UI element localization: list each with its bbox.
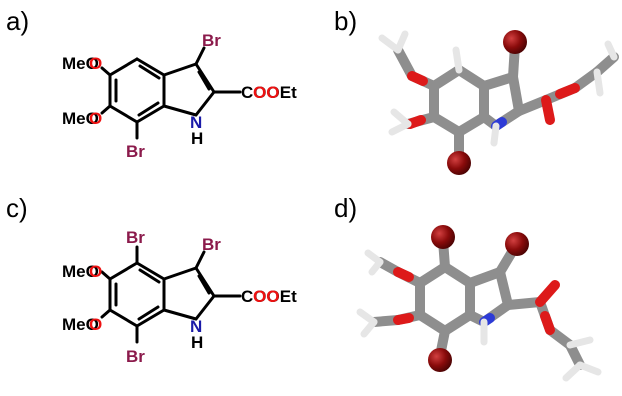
atom-oxygen-color: O [89,54,102,73]
panel-label-a: a) [6,6,29,36]
panel-d: d) [334,193,602,382]
atom-ester: COOEt [241,287,297,306]
atom-methoxy: MeO [62,315,99,334]
atom-oxygen-color: O [89,109,102,128]
atom-br: Br [202,235,221,254]
atom-oxygen-color: OO [253,287,279,306]
atom-br: Br [202,31,221,50]
atom-nitrogen: N [190,113,202,132]
panel-label-d: d) [334,193,357,223]
structure-c: Br Br Br MeO MeO COOEt N H O O OO [62,228,297,366]
panel-a: a) Br Br [6,6,297,161]
panel-label-c: c) [6,193,28,223]
molecule-model-b [378,30,619,175]
atom-methoxy: MeO [62,109,99,128]
atom-br: Br [126,228,145,247]
atom-hydrogen: H [191,333,203,352]
panel-b: b) [334,6,619,175]
molecule-model-d [356,225,602,382]
atom-oxygen-color: O [89,262,102,281]
panel-c: c) Br Br [6,193,297,366]
atom-br: Br [126,347,145,366]
atom-methoxy: MeO [62,262,99,281]
atom-oxygen-color: O [89,315,102,334]
structure-a: Br Br MeO MeO COOEt N H O O OO [62,31,297,161]
atom-hydrogen: H [191,129,203,148]
atom-ester: COOEt [241,83,297,102]
atom-oxygen-color: OO [253,83,279,102]
panel-label-b: b) [334,6,357,36]
atom-br: Br [126,142,145,161]
atom-nitrogen: N [190,317,202,336]
atom-methoxy: MeO [62,54,99,73]
